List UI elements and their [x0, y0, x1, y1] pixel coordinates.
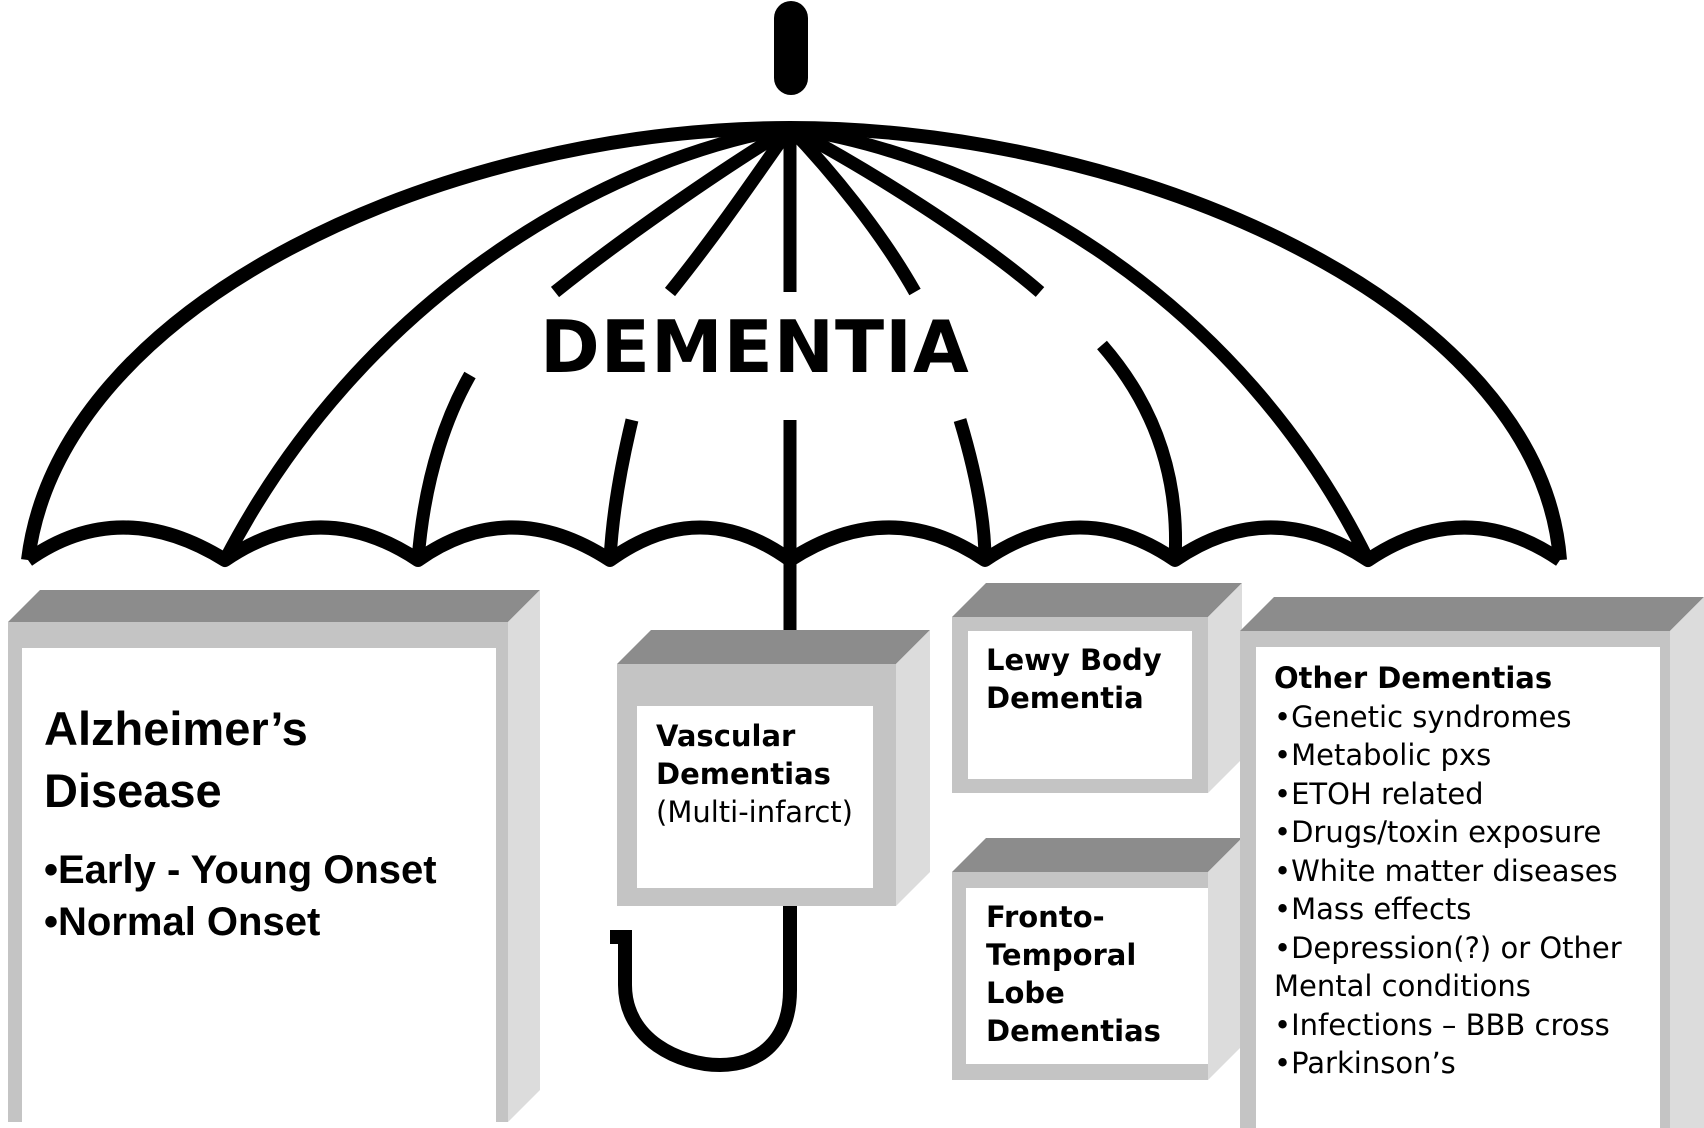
vascular-line3: (Multi-infarct): [656, 795, 853, 829]
vascular-box: Vascular Dementias (Multi-infarct): [617, 630, 930, 906]
alzheimers-heading-line2: Disease: [44, 764, 222, 817]
other-item: •White matter diseases: [1274, 853, 1618, 888]
other-item: •Infections – BBB cross: [1274, 1007, 1610, 1042]
frontotemporal-line3: Lobe: [986, 976, 1065, 1010]
other-dementias-box: Other Dementias •Genetic syndromes •Meta…: [1240, 597, 1704, 1128]
frontotemporal-line4: Dementias: [986, 1014, 1161, 1048]
other-item: •Genetic syndromes: [1274, 699, 1572, 734]
other-item: •Drugs/toxin exposure: [1274, 815, 1602, 849]
lewy-body-box: Lewy Body Dementia: [952, 583, 1242, 793]
other-item: •Mass effects: [1274, 892, 1472, 926]
frontotemporal-box: Fronto- Temporal Lobe Dementias: [952, 838, 1242, 1080]
other-item: •Metabolic pxs: [1274, 738, 1492, 772]
diagram-title: DEMENTIA: [540, 305, 970, 389]
frontotemporal-line1: Fronto-: [986, 900, 1105, 934]
lewy-line1: Lewy Body: [986, 643, 1162, 677]
frontotemporal-line2: Temporal: [986, 938, 1137, 972]
vascular-line2: Dementias: [656, 757, 831, 791]
other-item: Mental conditions: [1274, 969, 1531, 1003]
vascular-line1: Vascular: [656, 719, 796, 753]
other-item: •ETOH related: [1274, 776, 1484, 811]
other-item: •Depression(?) or Other: [1274, 930, 1622, 965]
alzheimers-heading-line1: Alzheimer’s: [44, 702, 308, 755]
alzheimers-item: •Normal Onset: [44, 900, 321, 944]
other-item: •Parkinson’s: [1274, 1046, 1456, 1080]
lewy-line2: Dementia: [986, 681, 1144, 715]
alzheimers-box: Alzheimer’s Disease •Early - Young Onset…: [8, 590, 540, 1122]
alzheimers-item: •Early - Young Onset: [44, 848, 437, 892]
other-heading: Other Dementias: [1274, 661, 1553, 695]
